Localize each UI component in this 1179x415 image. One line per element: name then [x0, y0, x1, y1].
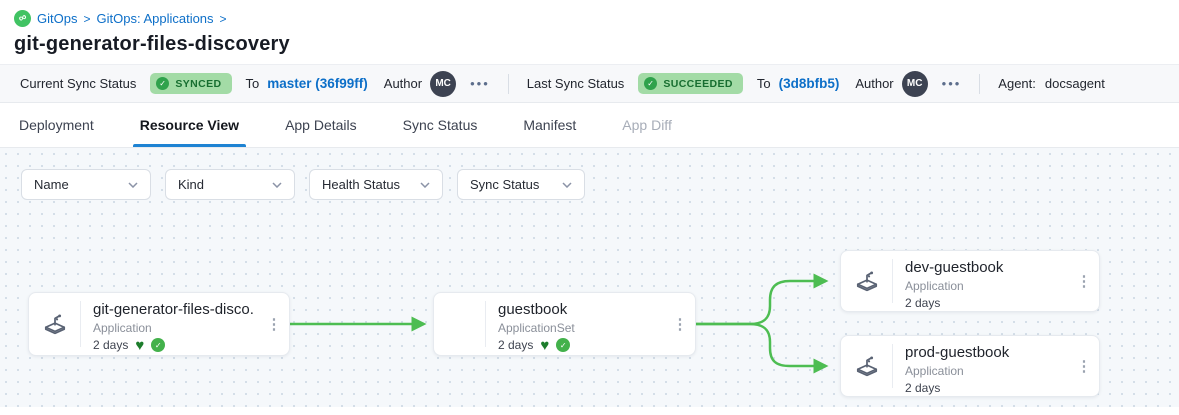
filter-bar: Name Kind Health Status Sync Status: [21, 169, 585, 200]
current-revision-link[interactable]: master (36f99ff): [267, 76, 368, 91]
tab-app-diff: App Diff: [615, 103, 679, 147]
node-body: prod-guestbook Application 2 days: [893, 336, 1069, 396]
tab-manifest[interactable]: Manifest: [516, 103, 583, 147]
last-to-label: To: [756, 76, 771, 91]
health-heart-icon: ♥: [135, 336, 145, 354]
node-menu-button[interactable]: ⋮: [665, 293, 695, 355]
filter-label: Kind: [178, 177, 205, 192]
current-sync-more-button[interactable]: •••: [470, 76, 490, 91]
status-bar-divider: [507, 73, 509, 94]
node-menu-button[interactable]: ⋮: [259, 293, 289, 355]
node-menu-button[interactable]: ⋮: [1069, 251, 1099, 311]
argo-app-icon: [841, 344, 893, 388]
breadcrumb-gitops[interactable]: GitOps: [37, 11, 78, 26]
node-kind: Application: [905, 363, 964, 378]
current-author-label: Author: [383, 76, 423, 91]
last-sync-status-badge: ✓ SUCCEEDED: [638, 73, 743, 94]
node-title: git-generator-files-disco...: [93, 301, 255, 318]
filter-health-status-dropdown[interactable]: Health Status: [309, 169, 443, 200]
badge-text: SYNCED: [175, 77, 222, 90]
argo-app-icon: [841, 259, 893, 303]
node-age: 2 days: [93, 338, 129, 353]
gitops-logo-icon: ∞: [14, 10, 31, 27]
node-age: 2 days: [905, 380, 941, 395]
node-body: guestbook ApplicationSet 2 days ♥ ✓: [486, 293, 665, 355]
node-body: git-generator-files-disco... Application…: [81, 293, 259, 355]
chevron-down-icon: [562, 181, 572, 188]
tab-resource-view[interactable]: Resource View: [132, 103, 247, 147]
chevron-down-icon: [420, 181, 430, 188]
node-kind: ApplicationSet: [498, 320, 575, 335]
node-kind: Application: [905, 278, 964, 293]
page-header: ∞ GitOps > GitOps: Applications > git-ge…: [0, 0, 1179, 64]
tab-deployment[interactable]: Deployment: [12, 103, 101, 147]
last-author-label: Author: [855, 76, 894, 91]
breadcrumb-separator: >: [83, 11, 91, 26]
current-sync-status-label: Current Sync Status: [20, 76, 137, 91]
agent-label: Agent:: [998, 76, 1036, 91]
node-age: 2 days: [498, 338, 534, 353]
tab-app-details[interactable]: App Details: [278, 103, 364, 147]
sync-check-icon: ✓: [151, 338, 166, 353]
last-sync-more-button[interactable]: •••: [941, 76, 962, 91]
node-body: dev-guestbook Application 2 days: [893, 251, 1069, 311]
page-title: git-generator-files-discovery: [14, 33, 290, 55]
tab-sync-status[interactable]: Sync Status: [396, 103, 485, 147]
node-title: dev-guestbook: [905, 259, 1004, 276]
node-title: prod-guestbook: [905, 344, 1010, 361]
agent-value: docsagent: [1044, 76, 1105, 91]
graph-node-dev-guestbook[interactable]: dev-guestbook Application 2 days ⋮: [840, 250, 1100, 312]
chevron-down-icon: [128, 181, 138, 188]
last-revision-link[interactable]: (3d8bfb5): [778, 76, 840, 91]
argo-app-icon: [29, 301, 81, 347]
tab-bar: Deployment Resource View App Details Syn…: [0, 103, 1179, 148]
chevron-down-icon: [272, 181, 282, 188]
filter-name-dropdown[interactable]: Name: [21, 169, 151, 200]
resource-graph-canvas: Name Kind Health Status Sync Status: [0, 148, 1179, 407]
graph-node-prod-guestbook[interactable]: prod-guestbook Application 2 days ⋮: [840, 335, 1100, 397]
status-bar-divider: [979, 73, 981, 94]
graph-node-git-generator[interactable]: git-generator-files-disco... Application…: [28, 292, 290, 356]
breadcrumb-separator: >: [219, 11, 227, 26]
filter-kind-dropdown[interactable]: Kind: [165, 169, 295, 200]
node-title: guestbook: [498, 301, 568, 318]
filter-sync-status-dropdown[interactable]: Sync Status: [457, 169, 585, 200]
node-icon-placeholder: [434, 301, 486, 347]
sync-check-icon: ✓: [556, 338, 571, 353]
last-author-avatar: MC: [901, 70, 928, 97]
filter-label: Name: [34, 177, 69, 192]
breadcrumb-applications[interactable]: GitOps: Applications: [96, 11, 214, 26]
node-age: 2 days: [905, 295, 941, 310]
status-bar: Current Sync Status ✓ SYNCED To master (…: [0, 64, 1179, 103]
check-circle-icon: ✓: [644, 77, 658, 90]
breadcrumb: ∞ GitOps > GitOps: Applications >: [14, 10, 1165, 27]
filter-label: Health Status: [322, 177, 401, 192]
badge-text: SUCCEEDED: [663, 77, 733, 90]
health-heart-icon: ♥: [540, 336, 550, 354]
agent-section: Agent: docsagent: [998, 76, 1105, 91]
last-sync-status-label: Last Sync Status: [526, 76, 625, 91]
current-to-label: To: [245, 76, 260, 91]
filter-label: Sync Status: [470, 177, 540, 192]
node-kind: Application: [93, 320, 152, 335]
current-author-avatar: MC: [430, 70, 457, 97]
current-sync-status-badge: ✓ SYNCED: [150, 73, 232, 94]
graph-node-guestbook[interactable]: guestbook ApplicationSet 2 days ♥ ✓ ⋮: [433, 292, 696, 356]
node-menu-button[interactable]: ⋮: [1069, 336, 1099, 396]
check-circle-icon: ✓: [156, 77, 170, 90]
